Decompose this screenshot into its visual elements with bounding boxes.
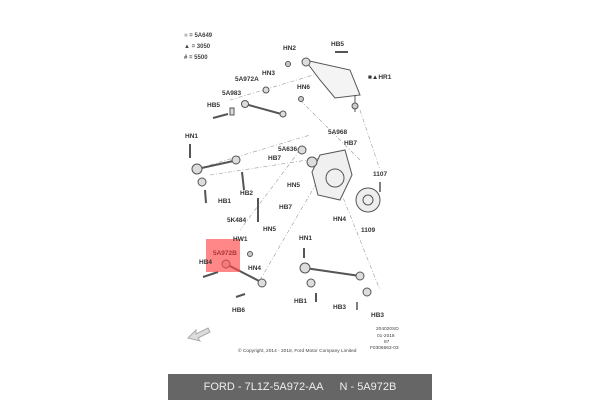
drawing-number: F0306663-03 [370,346,399,351]
revision-number: 87 [384,340,390,345]
upper-control-arm [285,51,361,112]
label-hn4: HN4 [248,265,262,272]
part-number: FORD - 7L1Z-5A972-AA [203,381,324,393]
knuckle-5a968 [297,145,353,201]
label-5k484: 5K484 [227,217,247,224]
legend-item-3050: ▲ = 3050 [184,44,211,50]
label-hn5: HN5 [263,226,277,233]
label-hr1: ■▲HR1 [368,74,392,81]
label-hn1: HN1 [299,235,313,242]
direction-arrow-icon [187,327,211,342]
label-hw1: HW1 [233,236,248,243]
label-hb5: HB5 [331,41,345,48]
legend-item-5a649: ■ = 5A649 [184,33,213,39]
legend-item-5500: # = 5500 [184,55,208,61]
lower-arm-left [189,144,259,222]
toe-link-5a972a [212,86,304,119]
hub-1109 [355,182,381,213]
label-hb1: HB1 [218,198,232,205]
reference-number: N - 5A972B [339,381,397,393]
label-hb7: HB7 [279,204,293,211]
label-hn4: HN4 [333,216,347,223]
revision-date: 01-2018 [377,334,395,339]
label-5a972b: 5A972B [213,250,237,257]
label-hb5: HB5 [207,102,221,109]
label-hn2: HN2 [283,45,297,52]
label-hb7: HB7 [268,155,282,162]
label-hb3: HB3 [371,312,385,319]
label-1107: 1107 [373,171,388,178]
label-hb7: HB7 [344,140,358,147]
label-1109: 1109 [361,227,376,234]
label-5a636: 5A636 [278,146,298,153]
caption-bar: FORD - 7L1Z-5A972-AA N - 5A972B [168,374,432,400]
label-hb1: HB1 [294,298,308,305]
label-5a972a: 5A972A [235,76,259,83]
label-5a983: 5A983 [222,90,242,97]
label-hn6: HN6 [297,84,311,91]
revision-code: 204020SD [376,327,399,332]
label-hn3: HN3 [262,70,276,77]
copyright-notice: © Copyright, 2014 - 2018, Ford Motor Com… [238,349,357,354]
label-hb2: HB2 [240,190,254,197]
label-5a968: 5A968 [328,129,348,136]
label-hb3: HB3 [333,304,347,311]
highlighted-part-5a972b [206,239,240,272]
label-hb6: HB6 [232,307,246,314]
label-hb4: HB4 [199,259,213,266]
lower-arm-right [299,248,372,310]
label-hn1: HN1 [185,133,199,140]
label-hn5: HN5 [287,182,301,189]
